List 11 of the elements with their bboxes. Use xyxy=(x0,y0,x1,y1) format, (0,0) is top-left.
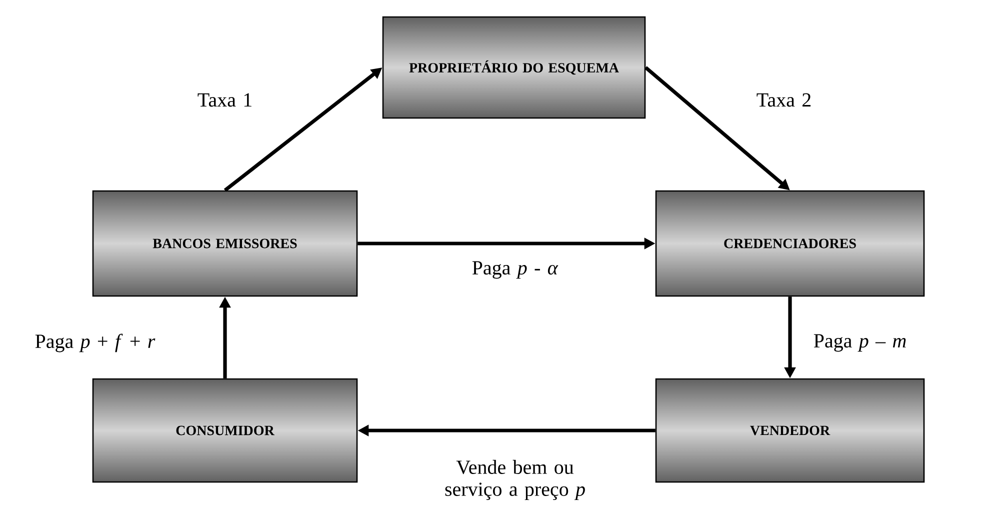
edge-label: Paga p – m xyxy=(814,334,906,352)
edge-label: Paga p + f + r xyxy=(35,334,156,352)
process-box: BANCOS EMISSORES xyxy=(92,190,358,297)
edge-label: Vende bem ou serviço a preço p xyxy=(445,460,585,500)
process-box: CONSUMIDOR xyxy=(92,378,358,483)
process-box: VENDEDOR xyxy=(655,378,925,483)
edge-label: Taxa 2 xyxy=(756,93,811,107)
edge-label: Paga p - α xyxy=(472,261,558,279)
edge-label: Taxa 1 xyxy=(198,93,252,107)
process-box: PROPRIETÁRIO DO ESQUEMA xyxy=(382,16,646,119)
process-box: CREDENCIADORES xyxy=(655,190,925,297)
